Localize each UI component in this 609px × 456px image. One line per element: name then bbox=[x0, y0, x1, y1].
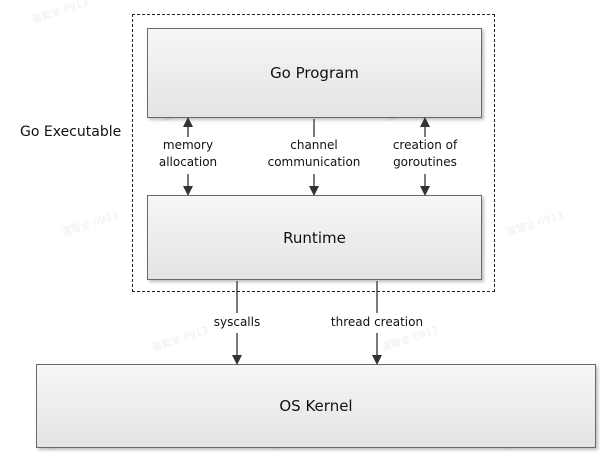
go-program-label: Go Program bbox=[270, 64, 359, 82]
runtime-label: Runtime bbox=[283, 228, 346, 247]
os-kernel-box: OS Kernel bbox=[36, 364, 596, 448]
memory-allocation-line1: memory bbox=[162, 138, 214, 152]
syscalls-label: syscalls bbox=[213, 315, 261, 329]
channel-communication-line2: communication bbox=[267, 155, 361, 169]
go-executable-boundary bbox=[132, 14, 495, 292]
os-kernel-label: OS Kernel bbox=[279, 397, 353, 415]
creation-of-goroutines-line1: creation of bbox=[392, 138, 458, 152]
go-executable-label: Go Executable bbox=[20, 124, 122, 140]
memory-allocation-label: memory allocation bbox=[148, 137, 228, 171]
go-program-box: Go Program bbox=[147, 28, 482, 118]
creation-of-goroutines-label: creation of goroutines bbox=[375, 137, 475, 171]
channel-communication-label: channel communication bbox=[254, 137, 374, 171]
thread-creation-label: thread creation bbox=[330, 315, 424, 329]
memory-allocation-line2: allocation bbox=[158, 155, 218, 169]
runtime-box: Runtime bbox=[147, 195, 482, 280]
channel-communication-line1: channel bbox=[290, 138, 338, 152]
creation-of-goroutines-line2: goroutines bbox=[393, 155, 457, 169]
